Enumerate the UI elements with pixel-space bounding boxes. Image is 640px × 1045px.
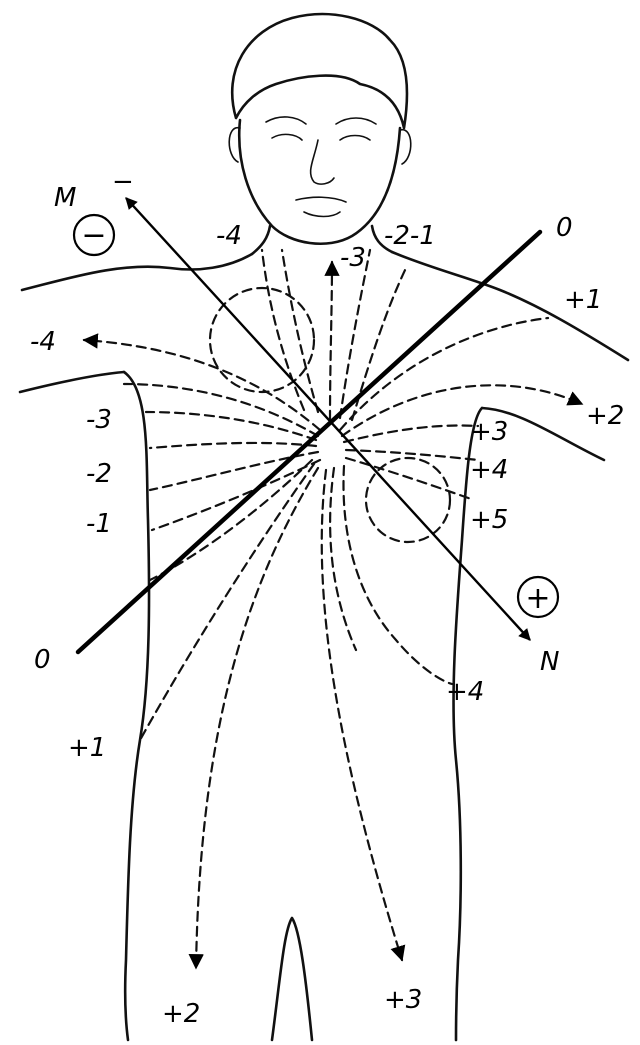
left-shoulder-upper-arm xyxy=(22,254,252,290)
label-right-arm: +2 xyxy=(586,401,624,431)
zero-line-start-label: 0 xyxy=(34,645,51,675)
nose xyxy=(311,140,334,184)
label-shoulder-right: +1 xyxy=(564,285,602,315)
plus-pole-symbol: + xyxy=(525,581,550,616)
label-left-2: -2 xyxy=(86,459,112,489)
label-neck-right: -2-1 xyxy=(384,221,436,251)
label-right-1: +3 xyxy=(470,417,508,447)
label-right-lower: +4 xyxy=(446,677,484,707)
right-eyebrow xyxy=(336,118,376,124)
field-to-bottom-left xyxy=(196,468,318,968)
lead-start-sign: − xyxy=(112,167,134,197)
left-arm-lower-edge xyxy=(20,372,124,392)
label-neck-center: -3 xyxy=(340,243,366,273)
label-arm-left: -4 xyxy=(30,327,56,357)
zero-line-end-label: 0 xyxy=(556,213,573,243)
lead-start-label: M xyxy=(54,183,76,213)
label-right-2: +4 xyxy=(470,455,508,485)
head xyxy=(229,14,411,244)
left-eyebrow xyxy=(266,117,306,124)
negative-pole-loop xyxy=(210,288,314,392)
field-lines xyxy=(84,250,582,968)
hair xyxy=(232,14,407,128)
field-to-right-lower xyxy=(343,466,452,684)
label-left-3: -1 xyxy=(86,509,112,539)
lead-end-label: N xyxy=(540,647,559,677)
right-eye xyxy=(340,136,370,141)
field-to-neck xyxy=(330,262,332,420)
face-outline xyxy=(239,120,400,244)
torso-outline xyxy=(20,226,628,1040)
right-ear xyxy=(400,130,411,164)
lower-lip xyxy=(304,212,340,217)
field-to-bottom-right xyxy=(322,470,402,960)
crotch xyxy=(272,918,312,1040)
mouth xyxy=(296,197,346,202)
positive-pole-loop xyxy=(366,458,450,542)
right-torso-side xyxy=(454,408,482,1040)
minus-pole-symbol: − xyxy=(81,218,106,253)
label-neck-left: -4 xyxy=(216,221,242,251)
left-torso-side xyxy=(124,372,149,1040)
label-left-lower: +1 xyxy=(68,733,106,763)
label-right-3: +5 xyxy=(470,505,508,535)
label-bottom-right: +3 xyxy=(384,985,422,1015)
left-eye xyxy=(272,134,302,140)
label-bottom-left: +2 xyxy=(162,999,200,1029)
label-left-1: -3 xyxy=(86,405,112,435)
